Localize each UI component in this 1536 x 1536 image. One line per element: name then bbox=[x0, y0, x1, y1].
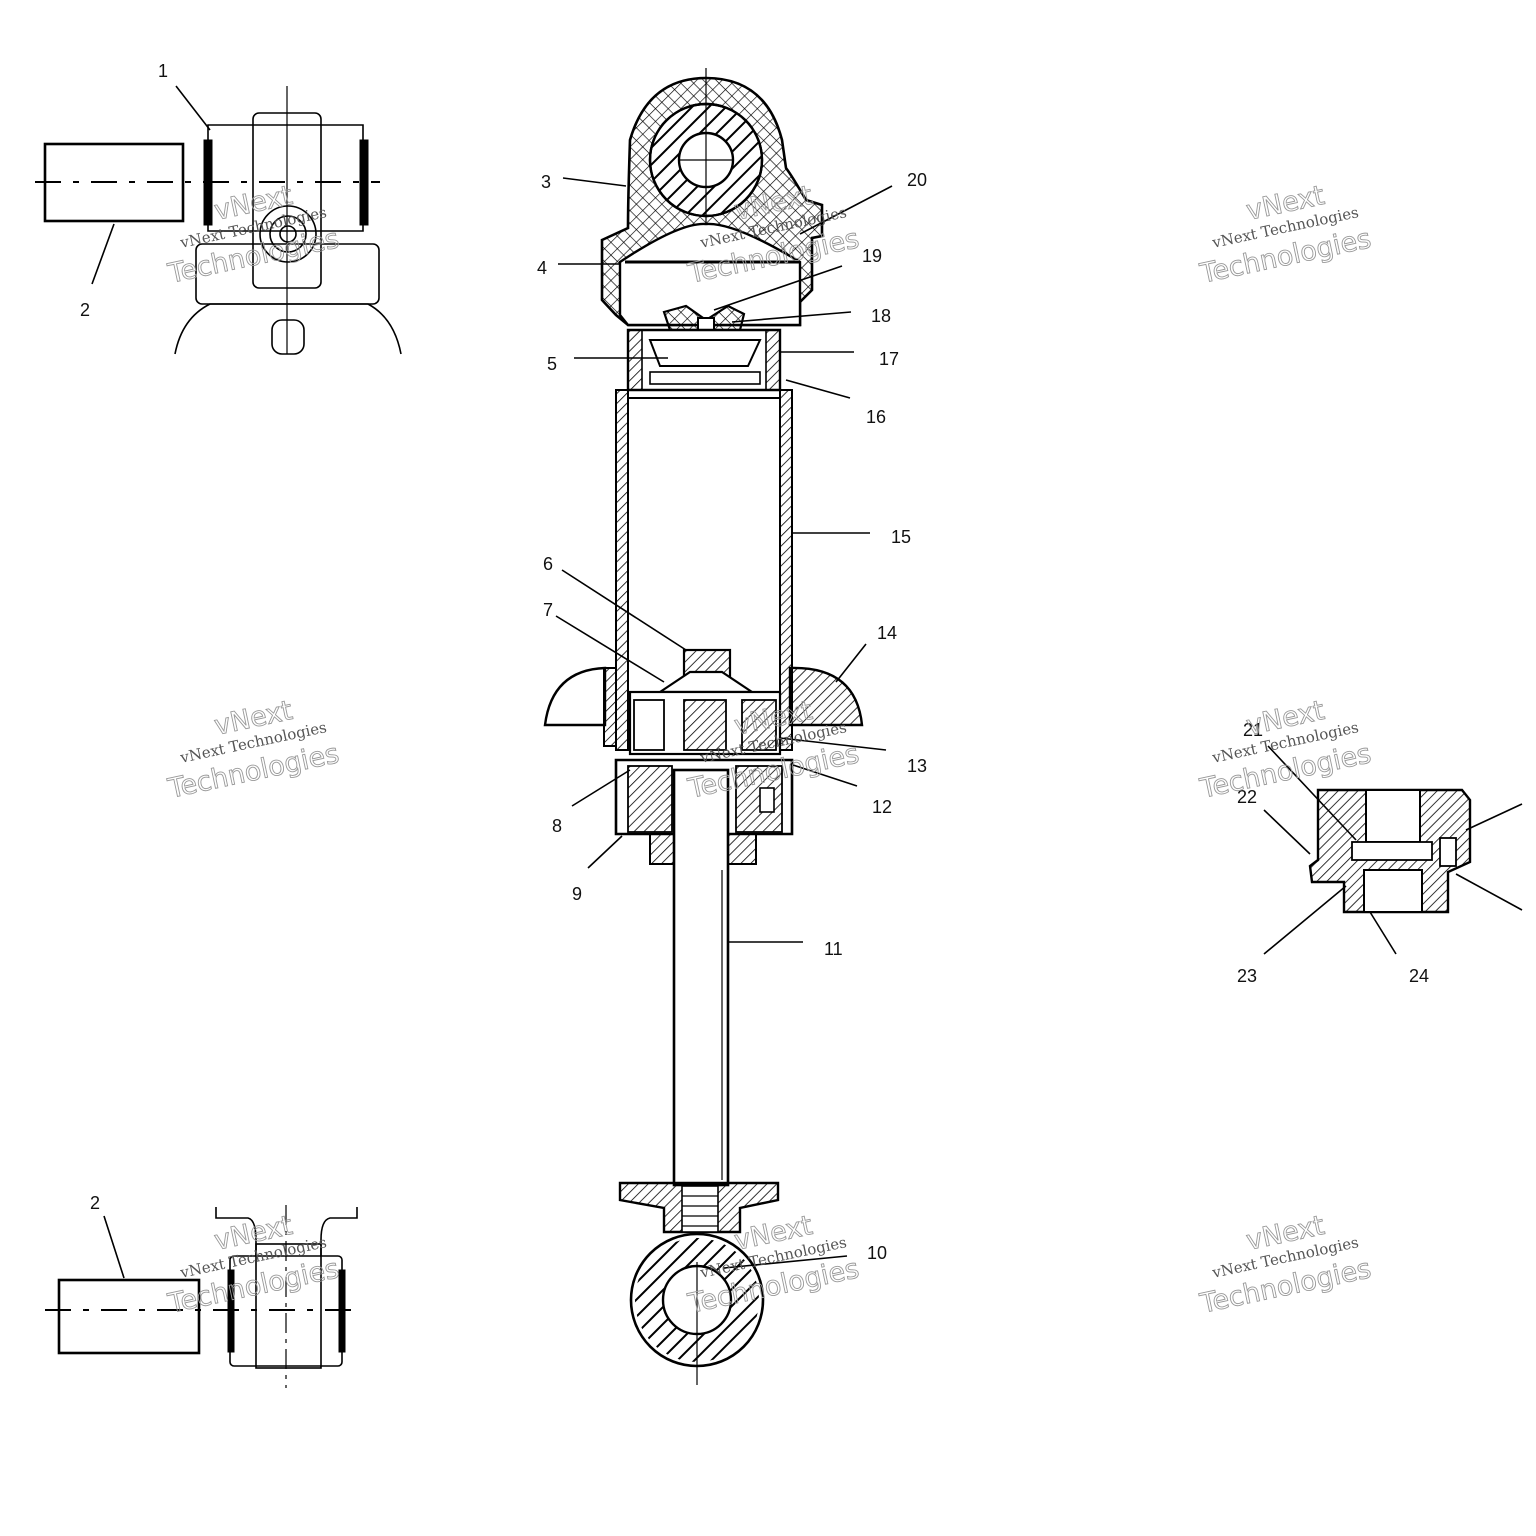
callout-23: 23 bbox=[1237, 966, 1257, 986]
callout-21: 21 bbox=[1243, 720, 1263, 740]
watermark: vNext vNext Technologies Technologies bbox=[1196, 180, 1374, 291]
callout-7: 7 bbox=[543, 600, 553, 620]
callout-15: 15 bbox=[891, 527, 911, 547]
callout-14: 14 bbox=[877, 623, 897, 643]
callout-leaders bbox=[91, 85, 1523, 1279]
watermark: vNext vNext Technologies Technologies bbox=[1196, 1210, 1374, 1321]
bottom-eye-detail-view bbox=[45, 1205, 360, 1388]
callout-19: 19 bbox=[862, 246, 882, 266]
callout-3: 3 bbox=[541, 172, 551, 192]
callout-13: 13 bbox=[907, 756, 927, 776]
callout-11: 11 bbox=[824, 939, 843, 959]
callout-1: 1 bbox=[158, 61, 168, 81]
callout-labels: 1 2 2 3 4 5 6 7 8 9 10 11 12 13 14 15 16… bbox=[80, 61, 1429, 1263]
shock-cross-section bbox=[543, 68, 864, 1385]
callout-4: 4 bbox=[537, 258, 547, 278]
callout-12: 12 bbox=[872, 797, 892, 817]
callout-20: 20 bbox=[907, 170, 927, 190]
watermark: vNext vNext Technologies Technologies bbox=[1196, 695, 1374, 806]
callout-9: 9 bbox=[572, 884, 582, 904]
seal-head-detail-view bbox=[1308, 788, 1472, 914]
callout-17: 17 bbox=[879, 349, 899, 369]
callout-24: 24 bbox=[1409, 966, 1429, 986]
watermark: vNext vNext Technologies Technologies bbox=[164, 1210, 342, 1321]
callout-2-lower: 2 bbox=[90, 1193, 100, 1213]
callout-22: 22 bbox=[1237, 787, 1257, 807]
callout-16: 16 bbox=[866, 407, 886, 427]
callout-10: 10 bbox=[867, 1243, 887, 1263]
callout-5: 5 bbox=[547, 354, 557, 374]
callout-18: 18 bbox=[871, 306, 891, 326]
callout-8: 8 bbox=[552, 816, 562, 836]
top-eye-detail-view bbox=[35, 86, 402, 355]
callout-2: 2 bbox=[80, 300, 90, 320]
watermark: vNext vNext Technologies Technologies bbox=[164, 695, 342, 806]
callout-6: 6 bbox=[543, 554, 553, 574]
